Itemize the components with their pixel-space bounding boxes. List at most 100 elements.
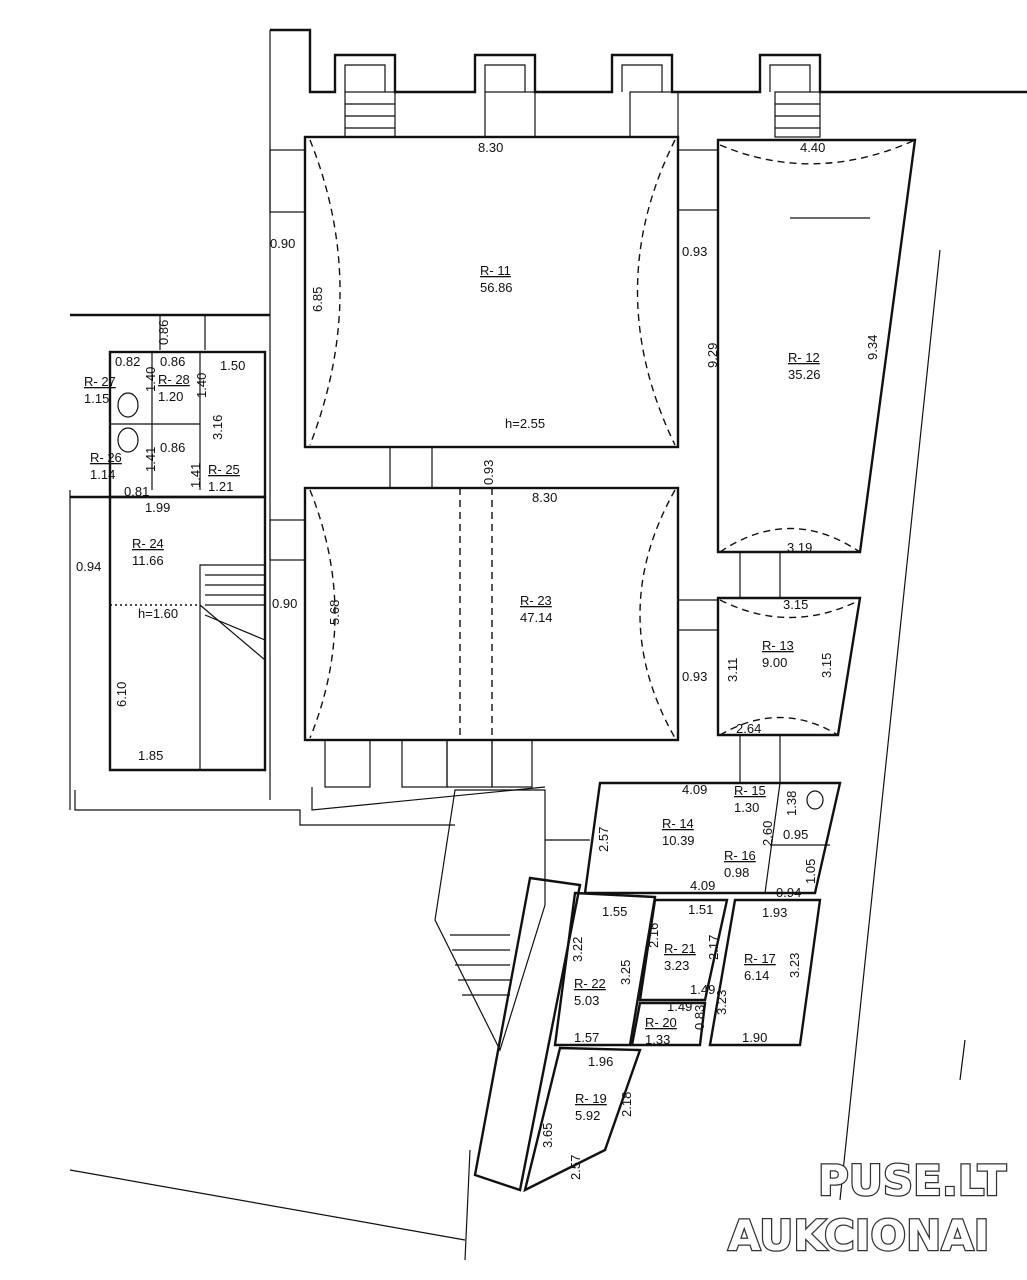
- dimension-label: 3.11: [725, 658, 740, 682]
- dimension-label: 1.40: [143, 367, 158, 392]
- room-id: R- 11: [480, 263, 511, 278]
- dimension-label: 4.09: [690, 878, 715, 893]
- dimension-label: 2.18: [619, 1092, 634, 1117]
- dimension-labels: 8.30 0.90 0.93 6.85 h=2.55 4.40 9.29 9.34 3.19 0.…: [76, 140, 880, 1180]
- dimension-label: 4.40: [800, 140, 825, 155]
- room-id: R- 24: [132, 536, 164, 551]
- stairs-left: [199, 564, 266, 770]
- dimension-label: 1.40: [194, 373, 209, 398]
- dimension-label: 0.90: [270, 236, 295, 251]
- dimension-label: 8.30: [532, 490, 557, 505]
- dimension-label: 3.22: [570, 937, 585, 962]
- dimension-label: 0.93: [682, 669, 707, 684]
- dimension-label: 0.86: [160, 440, 185, 455]
- dimension-label: 3.25: [618, 960, 633, 985]
- room-id: R- 26: [90, 450, 122, 465]
- dimension-label: 1.49: [690, 982, 715, 997]
- dimension-label: 0.95: [783, 827, 808, 842]
- room-id: R- 17: [744, 951, 776, 966]
- room-id: R- 13: [762, 638, 794, 653]
- room-area: 5.03: [574, 993, 599, 1008]
- dimension-label: 2.60: [760, 821, 775, 846]
- dimension-label: 0.81: [124, 484, 149, 499]
- dimension-label: 1.93: [762, 905, 787, 920]
- dimension-label: 0.93: [481, 460, 496, 485]
- dimension-label: 3.23: [787, 953, 802, 978]
- stairs-main: [450, 934, 510, 996]
- room-id: R- 15: [734, 783, 766, 798]
- watermark: PUSE.LT AUKCIONAI: [727, 1155, 1008, 1262]
- dimension-label: 0.90: [272, 596, 297, 611]
- dimension-label: 0.82: [115, 354, 140, 369]
- dimension-label: 2.64: [736, 721, 761, 736]
- room-id: R- 21: [664, 941, 696, 956]
- dimension-label: 1.38: [784, 791, 799, 816]
- room-area: 1.15: [84, 391, 109, 406]
- room-area: 5.92: [575, 1108, 600, 1123]
- room-id: R- 28: [158, 372, 190, 387]
- room-id: R- 23: [520, 593, 552, 608]
- room-id: R- 12: [788, 350, 820, 365]
- room-area: 1.30: [734, 800, 759, 815]
- dimension-label: 3.65: [540, 1123, 555, 1148]
- room-area: 9.00: [762, 655, 787, 670]
- walls: [69, 28, 1027, 1261]
- room-area: 3.23: [664, 958, 689, 973]
- dimension-label: 1.57: [574, 1030, 599, 1045]
- room-area: 11.66: [132, 553, 164, 568]
- dimension-label: 1.05: [803, 859, 818, 884]
- room-area: 1.14: [90, 467, 115, 482]
- dimension-label: h=1.60: [138, 606, 178, 621]
- dimension-label: 9.34: [865, 335, 880, 360]
- dimension-label: 3.15: [783, 597, 808, 612]
- dimension-label: 0.94: [776, 885, 801, 900]
- dimension-label: 1.55: [602, 904, 627, 919]
- dimension-label: 9.29: [705, 343, 720, 368]
- dimension-label: 8.30: [478, 140, 503, 155]
- room-area: 47.14: [520, 610, 553, 625]
- room-area: 1.21: [208, 479, 233, 494]
- watermark-line1: PUSE.LT: [818, 1156, 1007, 1205]
- dimension-label: 6.10: [114, 682, 129, 707]
- dimension-label: 0.86: [156, 320, 171, 345]
- room-id: R- 25: [208, 462, 240, 477]
- room-id: R- 16: [724, 848, 756, 863]
- dimension-label: h=2.55: [505, 416, 545, 431]
- dimension-label: 0.93: [682, 244, 707, 259]
- dimension-label: 3.23: [714, 990, 729, 1015]
- dimension-label: 1.49: [667, 999, 692, 1014]
- dimension-label: 1.41: [188, 463, 203, 488]
- dimension-label: 2.16: [646, 923, 661, 948]
- room-area: 0.98: [724, 865, 749, 880]
- dimension-label: 1.51: [688, 902, 713, 917]
- dimension-label: 4.09: [682, 782, 707, 797]
- dimension-label: 2.57: [596, 827, 611, 852]
- dimension-label: 1.85: [138, 748, 163, 763]
- watermark-line2: AUKCIONAI: [728, 1211, 989, 1260]
- dimension-label: 2.57: [568, 1155, 583, 1180]
- room-area: 6.14: [744, 968, 769, 983]
- vault-lines: [309, 139, 916, 739]
- dimension-label: 1.90: [742, 1030, 767, 1045]
- dimension-label: 3.15: [819, 653, 834, 678]
- dimension-label: 0.86: [160, 354, 185, 369]
- room-area: 1.33: [645, 1032, 670, 1047]
- dimension-label: 2.17: [706, 935, 721, 960]
- dimension-label: 1.96: [588, 1054, 613, 1069]
- dimension-label: 0.83: [692, 1005, 707, 1030]
- dimension-label: 0.94: [76, 559, 101, 574]
- room-id: R- 14: [662, 816, 694, 831]
- room-id: R- 20: [645, 1015, 677, 1030]
- room-area: 1.20: [158, 389, 183, 404]
- room-area: 35.26: [788, 367, 821, 382]
- dimension-label: 3.19: [787, 540, 812, 555]
- room-area: 10.39: [662, 833, 695, 848]
- dimension-label: 5.68: [327, 600, 342, 625]
- room-area: 56.86: [480, 280, 513, 295]
- room-id: R- 22: [574, 976, 606, 991]
- dimension-label: 6.85: [310, 287, 325, 312]
- dimension-label: 1.50: [220, 358, 245, 373]
- room-id: R- 27: [84, 374, 116, 389]
